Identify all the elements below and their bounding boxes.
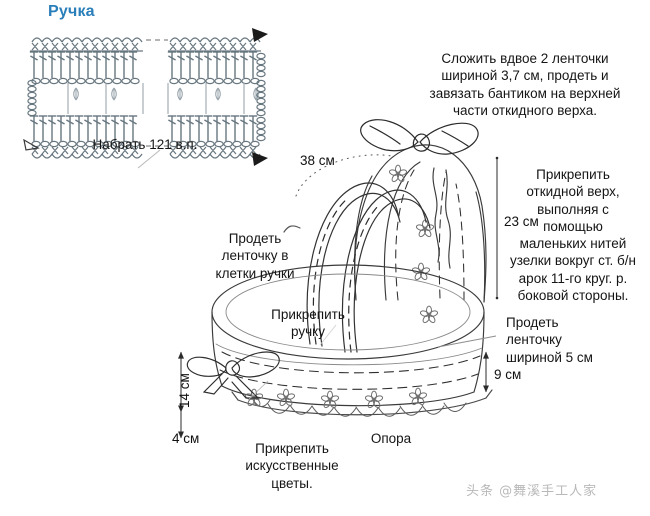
dimension-4cm: 4 см bbox=[172, 431, 200, 446]
annotation-attach-hood: Прикрепить откидной верх, выполняя с пом… bbox=[509, 167, 636, 303]
handle-chart-title: Ручка bbox=[48, 3, 95, 20]
dimension-38cm: 38 см bbox=[300, 153, 335, 168]
handle-stitch-chart bbox=[23, 28, 268, 169]
annotation-attach-handle: Прикрепить ручку bbox=[271, 307, 345, 340]
hood-shape bbox=[353, 144, 487, 303]
label-support: Опора bbox=[370, 431, 412, 446]
side-bow bbox=[186, 351, 280, 399]
direction-arrow-icon bbox=[252, 28, 268, 166]
dimension-23cm: 23 см bbox=[504, 214, 539, 229]
dimension-9cm: 9 см bbox=[494, 367, 522, 382]
watermark: 头条 @舞溪手工人家 bbox=[466, 484, 598, 499]
annotation-attach-flowers: Прикрепить искусственные цветы. bbox=[245, 441, 339, 491]
annotation-top-right: Сложить вдвое 2 ленточки шириной 3,7 см,… bbox=[429, 51, 621, 118]
annotation-thread-ribbon-handle: Продеть ленточку в клетки ручки bbox=[215, 231, 295, 281]
basket-illustration bbox=[186, 119, 493, 417]
basket-body bbox=[211, 311, 485, 407]
scalloped-edging bbox=[251, 397, 467, 417]
annotation-ribbon-5cm: Продеть ленточку шириной 5 см bbox=[506, 315, 593, 365]
handle-chart-caption: Набрать 121 в.п. bbox=[92, 137, 198, 152]
dimension-14cm: 14 см bbox=[177, 373, 192, 408]
start-arrow-icon bbox=[23, 138, 40, 151]
basket-handles bbox=[283, 182, 431, 353]
top-bow bbox=[360, 119, 479, 155]
dimension-lines bbox=[178, 154, 499, 439]
